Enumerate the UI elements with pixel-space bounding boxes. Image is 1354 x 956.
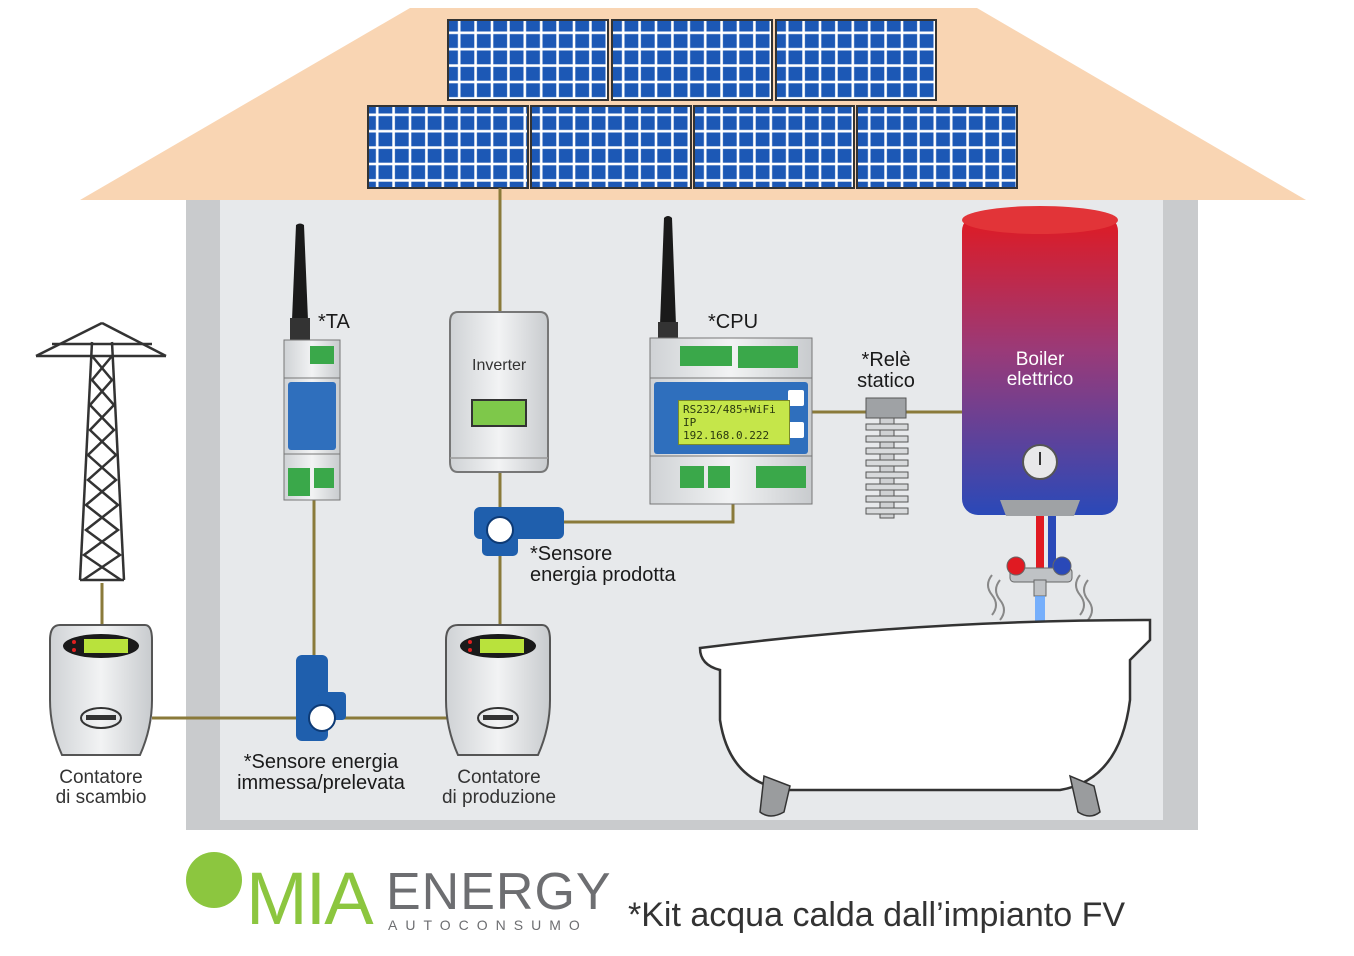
rele-statico-device [865,397,909,519]
label-rele-statico: *Relè statico [846,350,926,392]
label-ta: *TA [318,311,350,333]
label-sensore-prodotta-line2: energia prodotta [530,564,676,586]
label-contatore-scambio: Contatore di scambio [36,768,166,808]
label-contatore-produzione-line1: Contatore [457,767,541,788]
solar-panels [367,19,1018,189]
logo-subtitle: AUTOCONSUMO [388,917,588,933]
power-pylon-icon [35,321,167,582]
label-sensore-immessa: *Sensore energia immessa/prelevata [226,752,416,794]
sensore-immessa-device [296,655,346,741]
cpu-display-line1: RS232/485+WiFi [683,403,776,416]
sensore-prodotta-device [474,507,564,556]
inverter-device [449,311,549,473]
label-sensore-immessa-line1: *Sensore energia [243,751,399,773]
logo-energy: ENERGY [386,863,612,921]
faucet-icon [1006,516,1073,626]
label-inverter: Inverter [472,357,527,374]
label-contatore-produzione: Contatore di produzione [424,768,574,808]
boiler-device [962,206,1118,516]
logo-circle-icon [186,852,242,908]
bathtub-icon [698,618,1152,817]
label-boiler-line2: elettrico [1006,368,1074,390]
label-boiler-line1: Boiler [1015,349,1065,370]
contatore-scambio-device [49,624,153,756]
label-cpu: *CPU [708,311,759,333]
label-sensore-prodotta: *Sensore energia prodotta [530,544,676,586]
label-sensore-prodotta-line1: *Sensore [530,543,613,565]
steam-icon [987,574,1093,621]
cpu-display-line2: IP 192.168.0.222 [683,416,770,442]
label-contatore-scambio-line2: di scambio [55,786,147,808]
label-boiler: Boiler elettrico [980,350,1100,390]
label-sensore-immessa-line2: immessa/prelevata [237,772,405,794]
logo-mia: MIA [246,857,374,940]
contatore-produzione-device [445,624,551,756]
caption: *Kit acqua calda dall’impianto FV [628,896,1126,934]
label-contatore-scambio-line1: Contatore [59,767,143,788]
cpu-display: RS232/485+WiFi IP 192.168.0.222 [678,400,790,445]
ta-module-device [283,223,341,501]
label-contatore-produzione-line2: di produzione [441,786,557,808]
label-rele-line1: *Relè [861,349,911,371]
label-rele-line2: statico [857,370,915,392]
